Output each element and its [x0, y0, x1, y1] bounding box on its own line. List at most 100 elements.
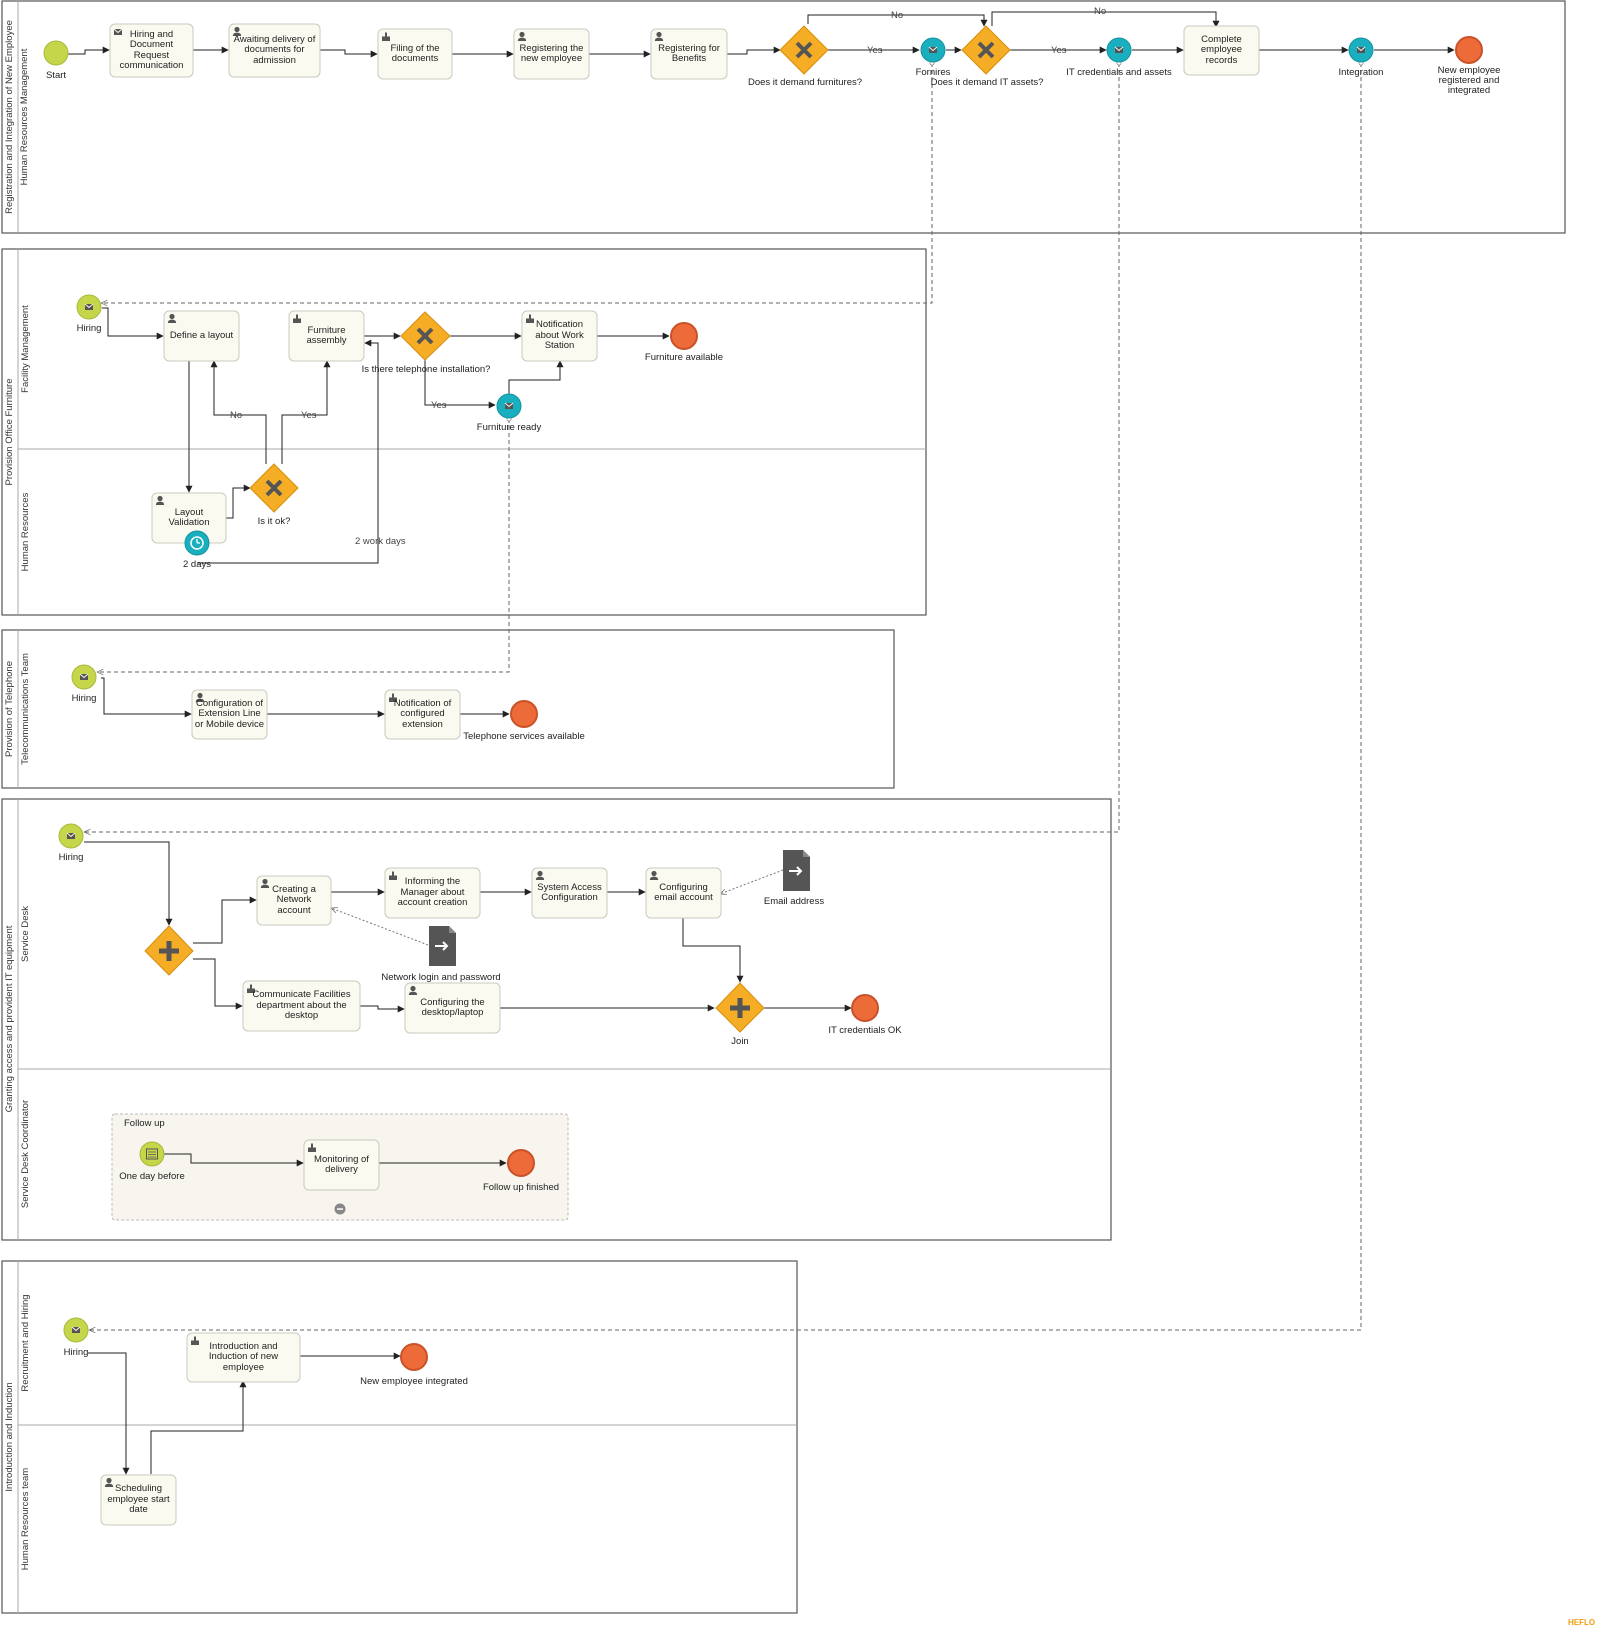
end-event-telephone-available[interactable]: Telephone services available: [463, 700, 585, 742]
task-notification-work-station[interactable]: Notification about Work Station: [521, 310, 598, 362]
event-label: Start: [46, 70, 66, 81]
gateway-parallel-split[interactable]: [144, 925, 194, 976]
task-label: Configuring the desktop/laptop: [420, 996, 485, 1018]
task-label: Awaiting delivery of documents for admis…: [233, 33, 316, 66]
task-configuration-extension[interactable]: Configuration of Extension Line or Mobil…: [191, 689, 268, 740]
event-label: Fornires: [916, 67, 951, 78]
data-object-email-address[interactable]: Email address: [764, 850, 824, 907]
start-event-hiring[interactable]: Hiring: [58, 823, 84, 863]
task-label: System Access Configuration: [537, 881, 602, 903]
task-awaiting-delivery[interactable]: Awaiting delivery of documents for admis…: [228, 23, 321, 78]
start-event[interactable]: Start: [43, 40, 69, 81]
task-layout-validation[interactable]: Layout Validation: [151, 492, 227, 544]
event-label: Hiring: [64, 1347, 89, 1358]
pool-title-telephone: Provision of Telephone: [4, 661, 15, 757]
flow-label-no: No: [891, 10, 903, 21]
end-event-furniture-available[interactable]: Furniture available: [645, 322, 723, 363]
flow-label-yes: Yes: [431, 400, 447, 411]
pool-title-induction: Introduction and Induction: [4, 1382, 15, 1491]
pool-title-furniture: Provision Office Furniture: [4, 378, 15, 485]
event-label: New employee registered and integrated: [1437, 66, 1501, 96]
task-label: Scheduling employee start date: [107, 1483, 170, 1516]
flow-label-yes: Yes: [1051, 45, 1067, 56]
pool-induction: Introduction and Induction Recruitment a…: [1, 1260, 798, 1614]
task-filing-documents[interactable]: Filing of the documents: [377, 28, 453, 80]
event-label: Integration: [1339, 67, 1384, 78]
task-monitoring-delivery[interactable]: Monitoring of delivery: [303, 1139, 380, 1191]
task-registering-employee[interactable]: Registering the new employee: [513, 28, 590, 80]
end-event-it-credentials-ok[interactable]: IT credentials OK: [828, 994, 902, 1036]
task-create-network-account[interactable]: Creating a Network account: [256, 875, 332, 926]
task-communicate-facilities[interactable]: Communicate Facilities department about …: [242, 980, 361, 1032]
task-label: Notification of configured extension: [393, 697, 452, 730]
pool-title-it: Granting access and provident IT equipme…: [4, 925, 15, 1112]
task-label: Communicate Facilities department about …: [252, 989, 351, 1022]
start-event-hiring[interactable]: Hiring: [63, 1317, 89, 1358]
task-label: Configuring email account: [654, 881, 713, 903]
gateway-label: Does it demand IT assets?: [931, 77, 1044, 88]
event-label: 2 days: [183, 559, 211, 570]
pool-title-registration: Registration and Integration of New Empl…: [4, 20, 15, 214]
gateway-telephone-installation[interactable]: Is there telephone installation?: [362, 311, 491, 375]
event-label: IT credentials and assets: [1066, 67, 1172, 78]
event-fornires[interactable]: Fornires: [916, 37, 951, 78]
event-label: IT credentials OK: [828, 1025, 902, 1036]
gateway-label: Join: [731, 1036, 748, 1047]
task-label: Introduction and Induction of new employ…: [208, 1340, 279, 1373]
lane-title-service-desk: Service Desk: [20, 906, 31, 962]
end-event-follow-up-finished[interactable]: Follow up finished: [483, 1149, 559, 1193]
end-event-new-employee[interactable]: New employee registered and integrated: [1424, 36, 1514, 100]
message-flows: [84, 63, 1361, 1330]
gateway-is-it-ok[interactable]: Is it ok?: [249, 463, 299, 527]
lane-title-facility-management: Facility Management: [20, 305, 31, 393]
data-object-label: Email address: [764, 896, 824, 907]
gateway-demand-it[interactable]: Does it demand IT assets?: [931, 25, 1044, 88]
data-object-label: Network login and password: [381, 972, 500, 983]
gateway-demand-furnitures[interactable]: Does it demand furnitures?: [748, 25, 862, 88]
task-introduction-induction[interactable]: Introduction and Induction of new employ…: [186, 1332, 301, 1383]
task-scheduling-start-date[interactable]: Scheduling employee start date: [100, 1474, 177, 1526]
event-label: Hiring: [77, 323, 102, 334]
task-label: Define a layout: [169, 329, 234, 341]
end-event-new-employee-integrated[interactable]: New employee integrated: [360, 1343, 468, 1387]
event-label: Follow up finished: [483, 1182, 559, 1193]
task-label: Hiring and Document Request communicatio…: [119, 28, 184, 71]
event-label: Furniture ready: [477, 422, 542, 433]
start-event-hiring[interactable]: Hiring: [71, 664, 97, 704]
event-label: Furniture available: [645, 352, 723, 363]
event-it-credentials[interactable]: IT credentials and assets: [1066, 37, 1172, 78]
task-label: Complete employee records: [1200, 33, 1243, 66]
task-label: Registering the new employee: [519, 42, 584, 64]
flow-label-yes: Yes: [867, 45, 883, 56]
task-configure-email[interactable]: Configuring email account: [645, 867, 722, 919]
task-label: Notification about Work Station: [535, 319, 584, 352]
task-label: Creating a Network account: [272, 883, 316, 916]
lane-title-recruitment: Recruitment and Hiring: [20, 1294, 31, 1391]
task-inform-manager[interactable]: Informing the Manager about account crea…: [384, 867, 481, 919]
event-integration[interactable]: Integration: [1339, 37, 1384, 78]
gateway-join[interactable]: Join: [715, 982, 765, 1047]
start-event-hiring[interactable]: Hiring: [76, 294, 102, 334]
timer-event-two-days[interactable]: 2 days: [183, 530, 211, 570]
task-complete-records[interactable]: Complete employee records: [1183, 25, 1260, 76]
task-hiring-document[interactable]: Hiring and Document Request communicatio…: [109, 23, 194, 78]
lane-title-human-resources: Human Resources: [20, 492, 31, 571]
start-event-one-day-before[interactable]: One day before: [119, 1141, 185, 1182]
task-label: Furniture assembly: [306, 324, 347, 346]
event-furniture-ready[interactable]: Furniture ready: [477, 393, 542, 433]
data-object-network-login[interactable]: Network login and password: [381, 926, 501, 983]
task-notification-extension[interactable]: Notification of configured extension: [384, 689, 461, 740]
task-define-layout[interactable]: Define a layout: [163, 310, 240, 362]
lane-title-service-desk-coordinator: Service Desk Coordinator: [20, 1100, 31, 1208]
task-configure-desktop[interactable]: Configuring the desktop/laptop: [404, 982, 501, 1034]
gateway-label: Does it demand furnitures?: [748, 77, 862, 88]
task-furniture-assembly[interactable]: Furniture assembly: [288, 310, 365, 362]
task-system-access[interactable]: System Access Configuration: [531, 867, 608, 919]
task-registering-benefits[interactable]: Registering for Benefits: [650, 28, 728, 80]
event-label: Hiring: [72, 693, 97, 704]
event-label: Hiring: [59, 852, 84, 863]
lane-title-hr-team: Human Resources team: [20, 1468, 31, 1571]
pool-furniture: Provision Office Furniture Facility Mana…: [1, 248, 927, 616]
flow-label-no: No: [1094, 6, 1106, 17]
